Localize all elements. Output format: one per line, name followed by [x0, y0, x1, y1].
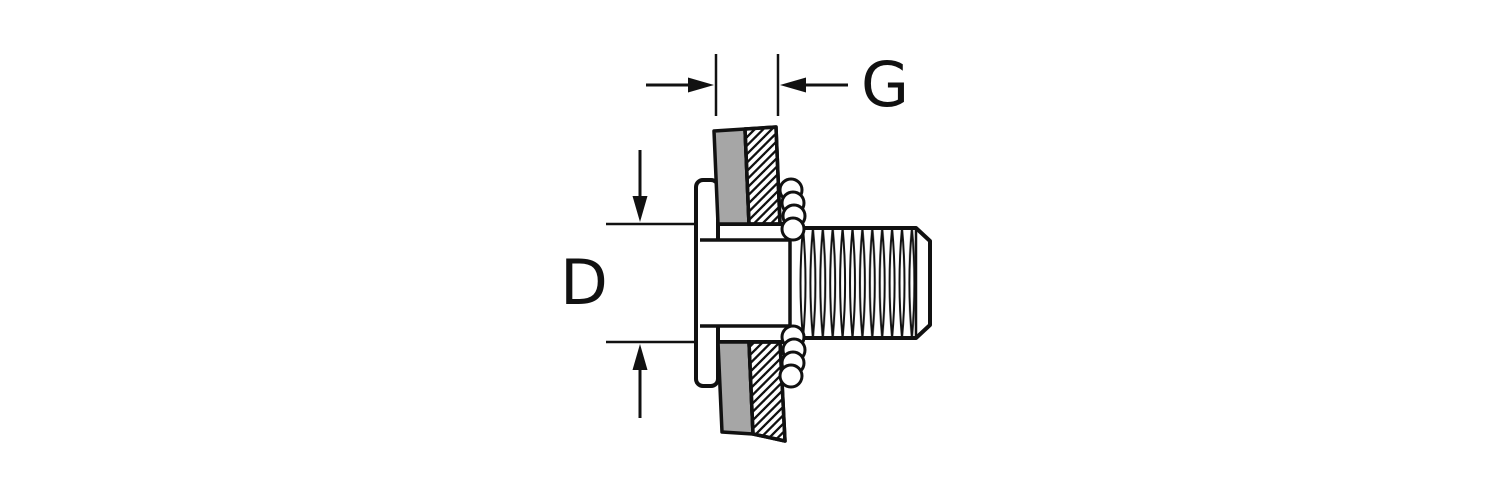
dimension-d: D [560, 150, 700, 418]
dimension-g: G [646, 48, 909, 121]
sheet-hatched-lower [747, 340, 787, 443]
dimension-g-arrow-right-icon [688, 77, 714, 93]
dimension-d-arrow-down-icon [632, 196, 648, 222]
dimension-d-arrow-up-icon [632, 344, 648, 370]
sheet-gray-upper [712, 127, 751, 226]
bulge-fold-bottom-4 [778, 363, 804, 389]
dimension-g-arrow-left-icon [780, 77, 806, 93]
threaded-stud [798, 226, 932, 340]
sheet-hatched-upper [743, 125, 782, 226]
dimension-d-label: D [560, 246, 608, 319]
thread-crest-pattern [798, 228, 916, 338]
rivet-bore [700, 238, 792, 328]
sheet-gray-lower [716, 340, 755, 436]
thread-outline [798, 226, 932, 340]
bulge-scallops [778, 177, 807, 389]
bore-cavity [700, 240, 790, 326]
clamped-sheets [712, 125, 787, 443]
dimension-g-label: G [861, 48, 909, 121]
bulge-fold-top-4 [780, 216, 806, 242]
